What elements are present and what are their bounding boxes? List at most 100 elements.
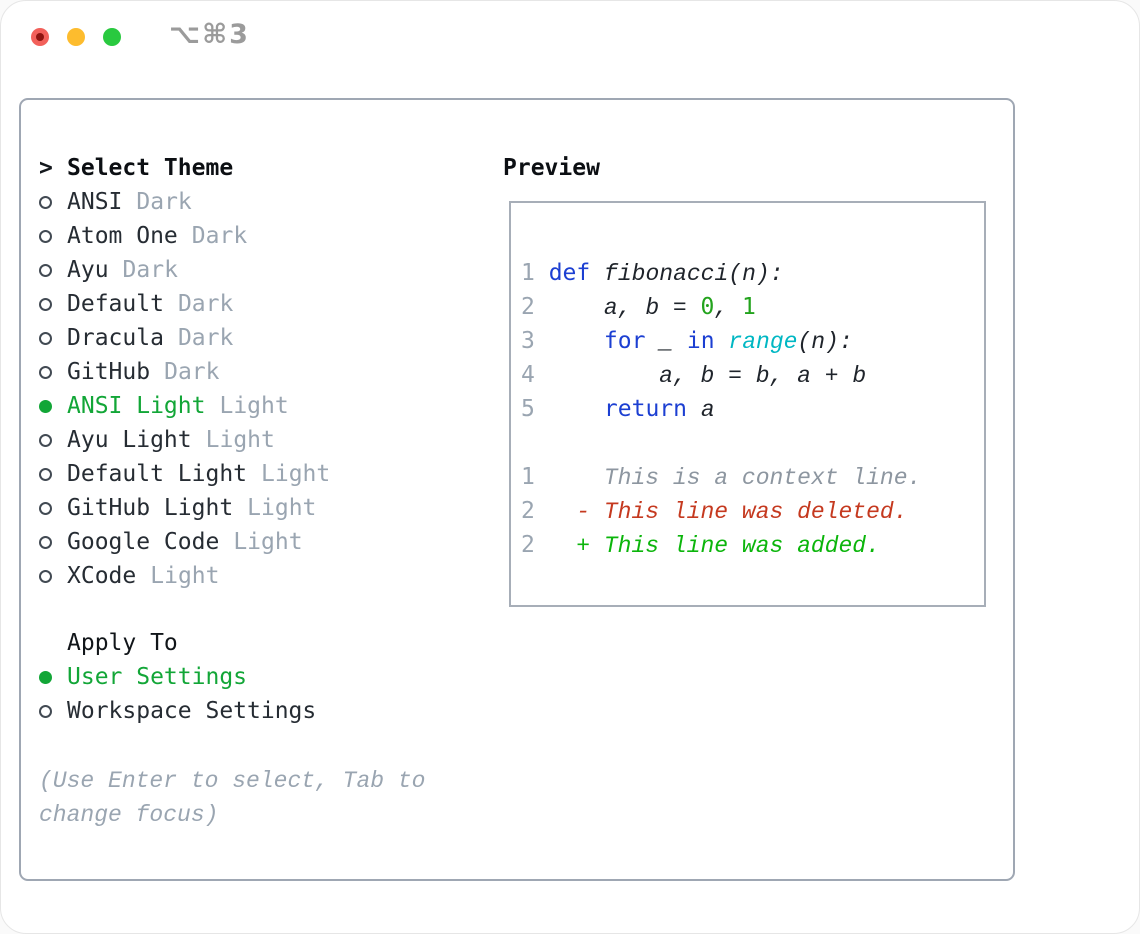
theme-variant-label: Light <box>247 495 317 521</box>
theme-option[interactable]: GitHub Dark <box>39 355 484 389</box>
radio-icon <box>39 433 52 447</box>
option-label: GitHub Light <box>67 495 234 521</box>
plain-token <box>715 329 729 355</box>
keyword-token: in <box>686 328 715 354</box>
diff-line-context: 1 This is a context line. <box>521 460 984 494</box>
radio-icon <box>39 331 52 345</box>
theme-variant-label: Dark <box>136 189 192 215</box>
keyboard-hint: (Use Enter to select, Tab to change focu… <box>39 768 426 828</box>
theme-option[interactable]: ANSI Light Light <box>39 389 484 423</box>
theme-variant-label: Dark <box>177 325 234 351</box>
window-shortcut-label: ⌥⌘3 <box>169 19 250 50</box>
line-number: 2 <box>521 498 535 524</box>
diff-sample: 1 This is a context line.2 - This line w… <box>521 460 984 562</box>
keyword-token: for <box>603 328 646 354</box>
option-label: ANSI Light <box>67 393 206 419</box>
theme-variant-label: Dark <box>122 257 178 283</box>
blank-line <box>521 426 984 460</box>
plain-token: _ <box>645 329 687 355</box>
radio-icon <box>39 297 52 311</box>
theme-option[interactable]: GitHub Light Light <box>39 491 484 525</box>
code-line: 3 for _ in range(n): <box>521 324 984 358</box>
theme-option[interactable]: Google Code Light <box>39 525 484 559</box>
option-label: Ayu Light <box>67 427 192 453</box>
focus-caret-icon: > <box>39 155 53 181</box>
option-label: XCode <box>67 563 137 589</box>
plain-token: a <box>687 397 715 423</box>
option-label: ANSI <box>67 189 123 215</box>
line-number: 5 <box>521 396 549 422</box>
diff-line-added: 2 + This line was added. <box>521 528 984 562</box>
keyword-token: return <box>603 396 688 422</box>
radio-icon <box>39 467 52 481</box>
theme-variant-label: Dark <box>177 291 234 317</box>
select-theme-title: Select Theme <box>67 155 234 181</box>
theme-option[interactable]: Dracula Dark <box>39 321 484 355</box>
radio-icon <box>39 501 52 515</box>
zoom-button[interactable] <box>103 28 121 46</box>
theme-option[interactable]: Default Light Light <box>39 457 484 491</box>
plain-token: (n): <box>797 329 853 355</box>
option-label: Dracula <box>67 325 164 351</box>
diff-text: - This line was deleted. <box>534 499 908 525</box>
option-label: Default Light <box>67 461 248 487</box>
minimize-button[interactable] <box>67 28 85 46</box>
diff-text: + This line was added. <box>534 533 880 559</box>
theme-option[interactable]: ANSI Dark <box>39 185 484 219</box>
option-label: Ayu <box>67 257 109 283</box>
plain-token: fibonacci(n): <box>590 261 784 287</box>
radio-icon <box>39 229 52 243</box>
preview-title: Preview <box>503 155 600 181</box>
plain-token <box>549 397 604 423</box>
theme-variant-label: Light <box>205 427 275 453</box>
close-button[interactable] <box>31 28 49 46</box>
keyword-token: def <box>548 260 591 286</box>
line-number: 3 <box>521 328 549 354</box>
line-number: 1 <box>521 260 549 286</box>
radio-icon <box>39 535 52 549</box>
code-line: 4 a, b = b, a + b <box>521 358 984 392</box>
radio-selected-icon <box>39 399 52 413</box>
theme-option[interactable]: XCode Light <box>39 559 484 593</box>
radio-icon <box>39 704 52 718</box>
theme-option[interactable]: Ayu Light Light <box>39 423 484 457</box>
option-label: Workspace Settings <box>67 698 317 724</box>
radio-icon <box>39 263 52 277</box>
theme-variant-label: Dark <box>164 359 220 385</box>
code-line: 1 def fibonacci(n): <box>521 256 984 290</box>
number-token: 1 <box>742 294 756 320</box>
theme-option[interactable]: Ayu Dark <box>39 253 484 287</box>
option-label: Google Code <box>67 529 220 555</box>
theme-variant-label: Light <box>233 529 303 555</box>
diff-line-deleted: 2 - This line was deleted. <box>521 494 984 528</box>
line-number: 2 <box>521 532 535 558</box>
radio-icon <box>39 365 52 379</box>
plain-token: a, b = b, a + b <box>548 363 867 389</box>
apply-to-title: Apply To <box>67 630 178 656</box>
option-label: User Settings <box>67 664 248 690</box>
number-token: 0 <box>700 294 715 320</box>
plain-token: a, b = <box>548 295 701 321</box>
option-label: GitHub <box>67 359 151 385</box>
apply-to-header: Apply To <box>39 626 484 660</box>
diff-text: This is a context line. <box>534 465 922 491</box>
theme-variant-label: Light <box>150 563 220 589</box>
apply-to-option[interactable]: User Settings <box>39 660 484 694</box>
radio-icon <box>39 195 52 209</box>
radio-selected-icon <box>39 670 52 684</box>
line-number: 1 <box>521 464 535 490</box>
theme-variant-label: Light <box>219 393 289 419</box>
apply-to-option[interactable]: Workspace Settings <box>39 694 484 728</box>
theme-variant-label: Light <box>261 461 331 487</box>
radio-icon <box>39 569 52 583</box>
code-line: 5 return a <box>521 392 984 426</box>
